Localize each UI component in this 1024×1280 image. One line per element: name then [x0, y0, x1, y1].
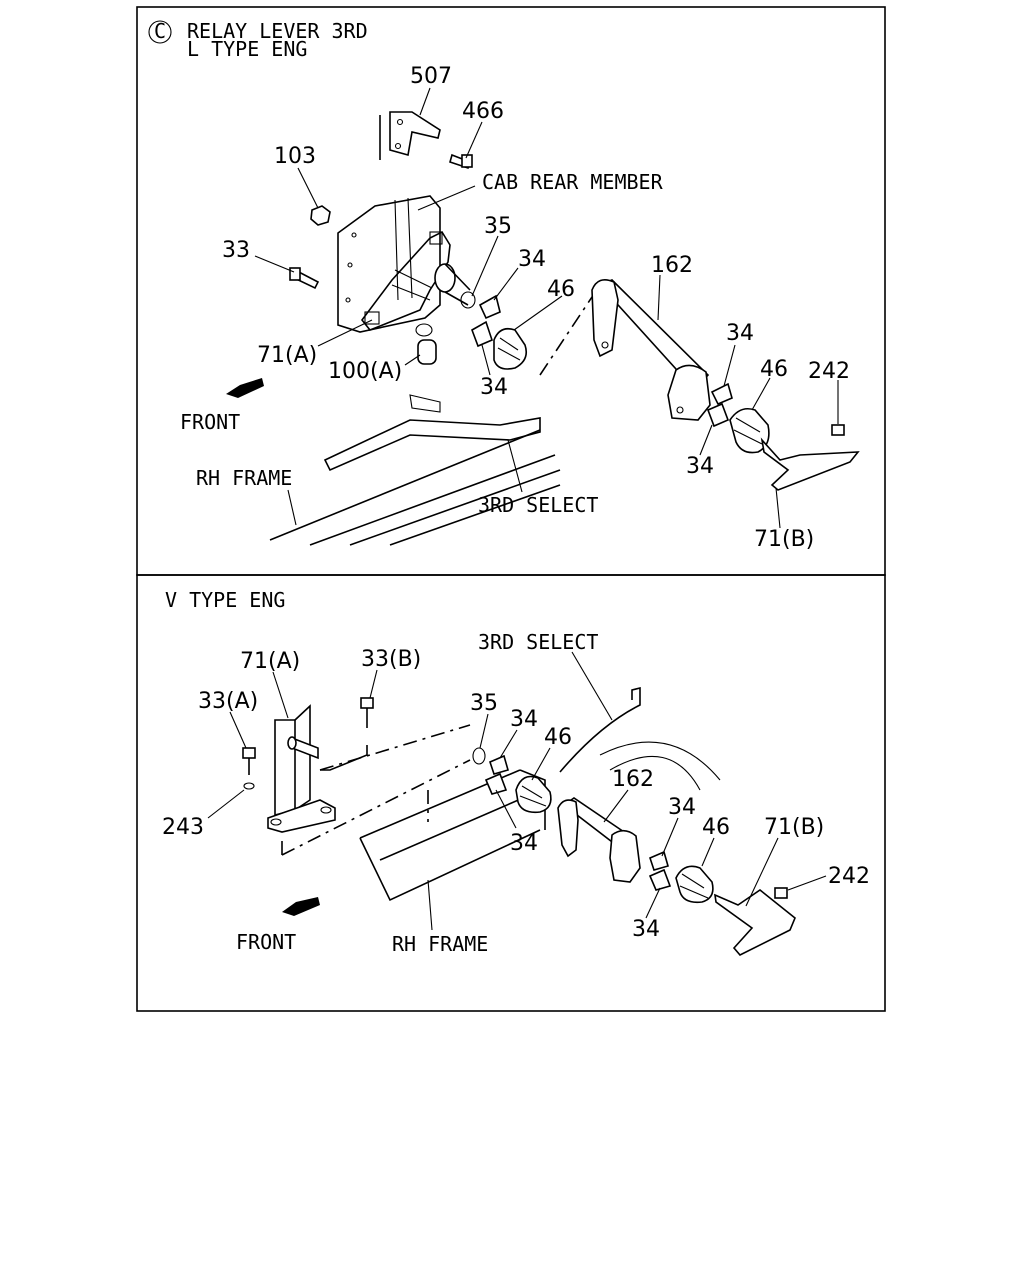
- label-3rd-select-bottom: 3RD SELECT: [478, 630, 598, 654]
- label-71b-bottom: 71(B): [764, 815, 824, 840]
- label-507: 507: [410, 64, 452, 89]
- circle-symbol-letter: C: [154, 19, 166, 43]
- lever-shaft: [434, 263, 456, 293]
- third-select-rod-bottom: [559, 686, 641, 773]
- bracket-base: [267, 799, 336, 833]
- cab-member-flange: [394, 197, 413, 301]
- label-34-a: 34: [518, 247, 546, 272]
- label-162-bottom: 162: [612, 767, 654, 792]
- tube-left-bracket: [591, 279, 619, 358]
- top-assembly-drawing: [226, 87, 860, 546]
- bushing-34-bottom-right-upper: [649, 850, 669, 871]
- bolt-33a: [242, 747, 256, 759]
- label-100a: 100(A): [328, 359, 402, 384]
- label-242: 242: [808, 359, 850, 384]
- cab-rear-member-plate: [337, 195, 441, 333]
- nut-242: [831, 424, 845, 436]
- label-35-bottom: 35: [470, 691, 498, 716]
- top-leader-lines: [254, 87, 839, 529]
- top-panel-labels: 507 466 103 CAB REAR MEMBER 35 34 33 46 …: [180, 64, 850, 552]
- rh-frame-line1: [269, 429, 541, 541]
- label-162: 162: [651, 253, 693, 278]
- washer-243: [243, 782, 255, 790]
- circle-symbol-icon: [148, 20, 172, 44]
- bottom-leader-lines: [207, 651, 827, 931]
- label-46-b: 46: [760, 357, 788, 382]
- label-cab-rear-member: CAB REAR MEMBER: [482, 170, 664, 194]
- label-103: 103: [274, 144, 316, 169]
- label-466: 466: [462, 99, 504, 124]
- label-46-bottom-b: 46: [702, 815, 730, 840]
- label-34-bottom-b: 34: [510, 831, 538, 856]
- label-71b: 71(B): [754, 527, 814, 552]
- bushing-100a: [417, 339, 437, 365]
- label-46-a: 46: [547, 277, 575, 302]
- label-33: 33: [222, 238, 250, 263]
- label-3rd-select-top: 3RD SELECT: [478, 493, 598, 517]
- bottom-assembly-drawing: [207, 651, 827, 956]
- top-title-line2: L TYPE ENG: [187, 37, 307, 61]
- boot-46-bottom-left: [515, 775, 552, 814]
- bushing-34-bottom-right-lower: [648, 868, 672, 891]
- top-panel-header: C RELAY LEVER 3RD L TYPE ENG: [148, 19, 368, 61]
- label-34-b: 34: [480, 375, 508, 400]
- nut-103: [310, 205, 331, 226]
- label-242-bottom: 242: [828, 864, 870, 889]
- snap-ring-35-bottom: [472, 747, 486, 765]
- third-select-rod: [323, 417, 541, 472]
- tube-right-bracket-bottom: [609, 829, 641, 883]
- label-34-c: 34: [726, 321, 754, 346]
- label-35: 35: [484, 214, 512, 239]
- bushing-34-right-lower: [706, 402, 730, 428]
- label-front-bottom: FRONT: [236, 930, 296, 954]
- bracket-507: [389, 111, 441, 157]
- front-arrow-icon-bottom: [282, 897, 320, 916]
- lever-bracket-71a-bottom: [274, 719, 296, 817]
- lever-bracket-71a: [360, 230, 451, 331]
- bushing-34-bottom-upper: [489, 754, 509, 775]
- tube-right-bracket: [667, 364, 711, 421]
- label-34-bottom-d: 34: [632, 917, 660, 942]
- bushing-34-right-upper: [710, 382, 733, 406]
- boot-46-bottom-right: [675, 865, 714, 904]
- label-34-d: 34: [686, 454, 714, 479]
- snap-ring-35: [460, 291, 476, 309]
- bottom-title: V TYPE ENG: [165, 588, 285, 612]
- label-46-bottom-a: 46: [544, 725, 572, 750]
- label-33a: 33(A): [198, 689, 258, 714]
- label-34-bottom-c: 34: [668, 795, 696, 820]
- label-243: 243: [162, 815, 204, 840]
- label-rh-frame-top: RH FRAME: [196, 466, 292, 490]
- bushing-34-lower: [471, 320, 493, 348]
- bolt-33b: [360, 697, 374, 709]
- label-front-top: FRONT: [180, 410, 240, 434]
- tube-left-bracket-bottom: [557, 799, 579, 858]
- bottom-panel-frame: [136, 574, 886, 1012]
- bottom-panel-labels: 3RD SELECT 71(A) 33(B) 33(A) 35 34 46 16…: [162, 630, 870, 956]
- nut-242-bottom: [774, 887, 788, 899]
- label-33b: 33(B): [361, 647, 421, 672]
- lever-71b: [760, 437, 860, 491]
- label-rh-frame-bottom: RH FRAME: [392, 932, 488, 956]
- label-34-bottom-a: 34: [510, 707, 538, 732]
- front-arrow-icon: [226, 378, 264, 398]
- label-71a-bottom: 71(A): [240, 649, 300, 674]
- bushing-34-upper: [478, 294, 501, 320]
- top-title-line1: RELAY LEVER 3RD: [187, 19, 368, 43]
- label-71a: 71(A): [257, 343, 317, 368]
- bushing-34-bottom-lower: [484, 772, 508, 795]
- lever-71b-bottom: [714, 889, 796, 956]
